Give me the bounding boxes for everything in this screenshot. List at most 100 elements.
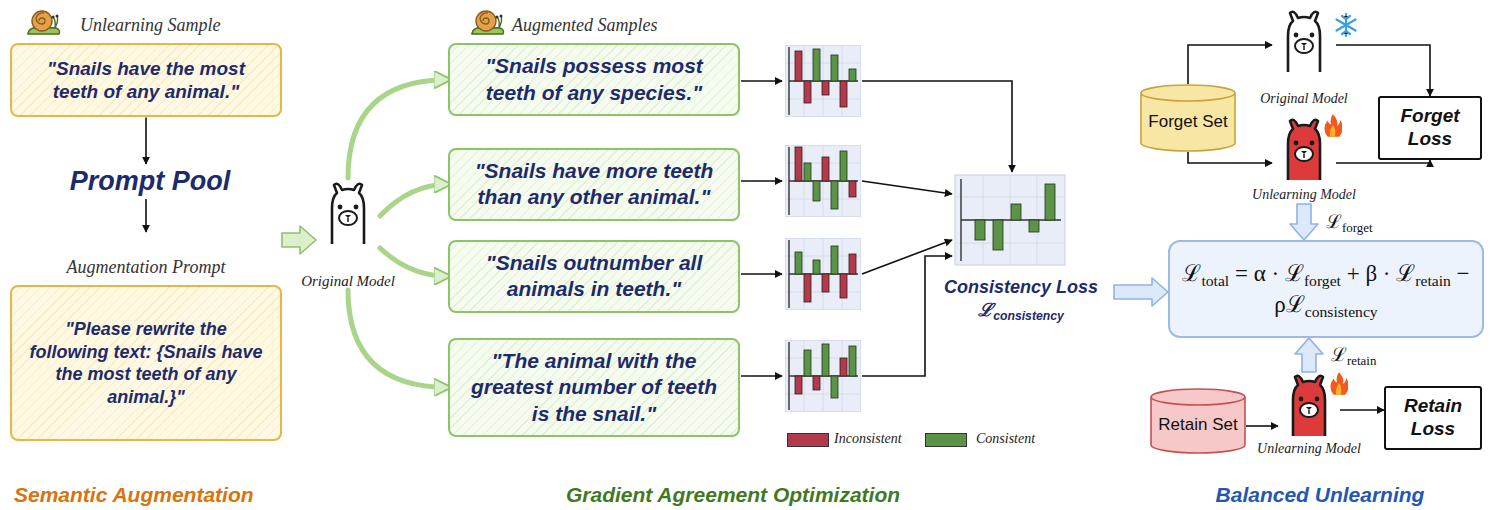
arrow-line [1188, 45, 1272, 84]
block-arrow [1295, 338, 1323, 372]
illustration-part [741, 273, 782, 275]
curved-arrow [348, 80, 448, 178]
illustration-part [822, 157, 829, 181]
illustration-part [813, 376, 820, 390]
illustration-part [804, 163, 811, 181]
illustration-part [795, 51, 802, 81]
illustration-part [1337, 14, 1356, 36]
model-label: Unlearning Model [1252, 187, 1356, 204]
process-box: ℒtotal = α · ℒforget + β · ℒretain − ρℒc… [1168, 240, 1484, 338]
sample-box: Augmented Samples "Snails possess most te… [448, 10, 740, 116]
connector [348, 290, 448, 387]
section-title: Semantic Augmentation [14, 482, 314, 507]
section-heading: Augmentation Prompt [10, 232, 282, 279]
model-node: Original Model [1272, 8, 1336, 108]
connector [380, 248, 448, 276]
edge-label-holder: ℒforget [1324, 211, 1375, 234]
curved-arrow [348, 290, 448, 387]
illustration-part [332, 184, 364, 244]
illustration-part [472, 11, 504, 34]
text-box: "Snails have the most teeth of any anima… [10, 43, 282, 117]
illustration-part [785, 145, 861, 217]
box-text: Forget Loss [1386, 105, 1474, 151]
illustration-part [1337, 14, 1356, 36]
box-text: "Please rewrite the following text: {Sna… [24, 318, 268, 408]
illustration-part [795, 252, 802, 274]
illustration-part [831, 181, 838, 209]
sample-box: Unlearning Sample"Snails have the most t… [10, 10, 282, 117]
illustration-part [1330, 372, 1348, 395]
illustration-part [955, 175, 1065, 265]
illustration-part [840, 274, 847, 298]
model-label: Unlearning Model [1257, 441, 1361, 458]
dataset-label: Forget Set [1148, 112, 1227, 132]
arrow-line [1246, 425, 1278, 427]
dataset-cylinder: Retain Set [1150, 388, 1246, 454]
process-box: Forget Loss [1378, 96, 1482, 160]
sample-box: Augmentation Prompt "Please rewrite the f… [10, 232, 282, 441]
edge-label: ℒforget [1324, 211, 1375, 234]
illustration-part [804, 274, 811, 302]
illustration-part [28, 11, 60, 34]
illustration-part [741, 81, 1012, 376]
illustration-part [804, 81, 811, 103]
illustration-part [1342, 16, 1350, 34]
illustration-part [785, 238, 861, 310]
illustration-part [785, 145, 861, 217]
illustration-part [831, 376, 838, 398]
arrow-line [1340, 409, 1384, 411]
connector [1295, 338, 1323, 372]
arrow-line [1336, 160, 1430, 163]
process-box: "Snails have more teeth than any other a… [448, 148, 740, 221]
box-text: Retain Loss [1392, 395, 1474, 441]
section-heading: Augmented Samples [448, 10, 740, 37]
illustration-part [840, 151, 847, 181]
legend-swatch [925, 433, 967, 447]
curved-arrow [380, 184, 448, 216]
illustration-part [785, 340, 861, 412]
illustration-part [1029, 220, 1039, 232]
connector [1336, 45, 1430, 96]
section-title: Gradient Agreement Optimization [533, 482, 933, 507]
box-text: "Snails possess most teeth of any specie… [462, 53, 726, 106]
illustration-part [785, 45, 861, 117]
arrow-line [145, 117, 147, 164]
connector [1188, 45, 1272, 84]
dataset-label: Retain Set [1158, 415, 1237, 435]
connector [380, 184, 448, 216]
illustration-part [849, 181, 856, 197]
illustration-part [862, 240, 952, 274]
illustration-part [822, 344, 829, 376]
illustration-part [813, 49, 820, 81]
block-arrow [282, 226, 316, 254]
illustration-part [822, 274, 829, 292]
connector [348, 80, 448, 178]
illustration-part [955, 175, 1065, 265]
text-node: Consistency Loss ℒconsistency [930, 276, 1112, 323]
illustration-part [741, 180, 782, 182]
illustration-part [795, 376, 802, 394]
arrow-line [1188, 152, 1272, 163]
illustration-part [955, 175, 1065, 265]
illustration-part [813, 181, 820, 201]
process-box: Retain Loss [1384, 386, 1482, 450]
illustration-part [961, 179, 1061, 261]
illustration-part [849, 69, 856, 81]
illustration-part [862, 81, 1012, 172]
legend-swatch [787, 433, 829, 447]
illustration-part [785, 340, 861, 412]
illustration-part [813, 260, 820, 274]
box-text: "Snails have the most teeth of any anima… [24, 57, 268, 105]
illustration-part [1288, 12, 1320, 72]
model-node: Unlearning Model [1272, 116, 1336, 204]
illustration-part [993, 220, 1003, 250]
text-box: "Please rewrite the following text: {Sna… [10, 285, 282, 441]
connector [1340, 410, 1384, 411]
illustration-part [840, 81, 847, 107]
illustration-part [741, 375, 782, 377]
illustration-part [862, 256, 952, 376]
illustration-part [862, 181, 952, 194]
connector [1336, 160, 1430, 163]
illustration-part [785, 45, 861, 117]
model-label: Original Model [301, 272, 395, 290]
